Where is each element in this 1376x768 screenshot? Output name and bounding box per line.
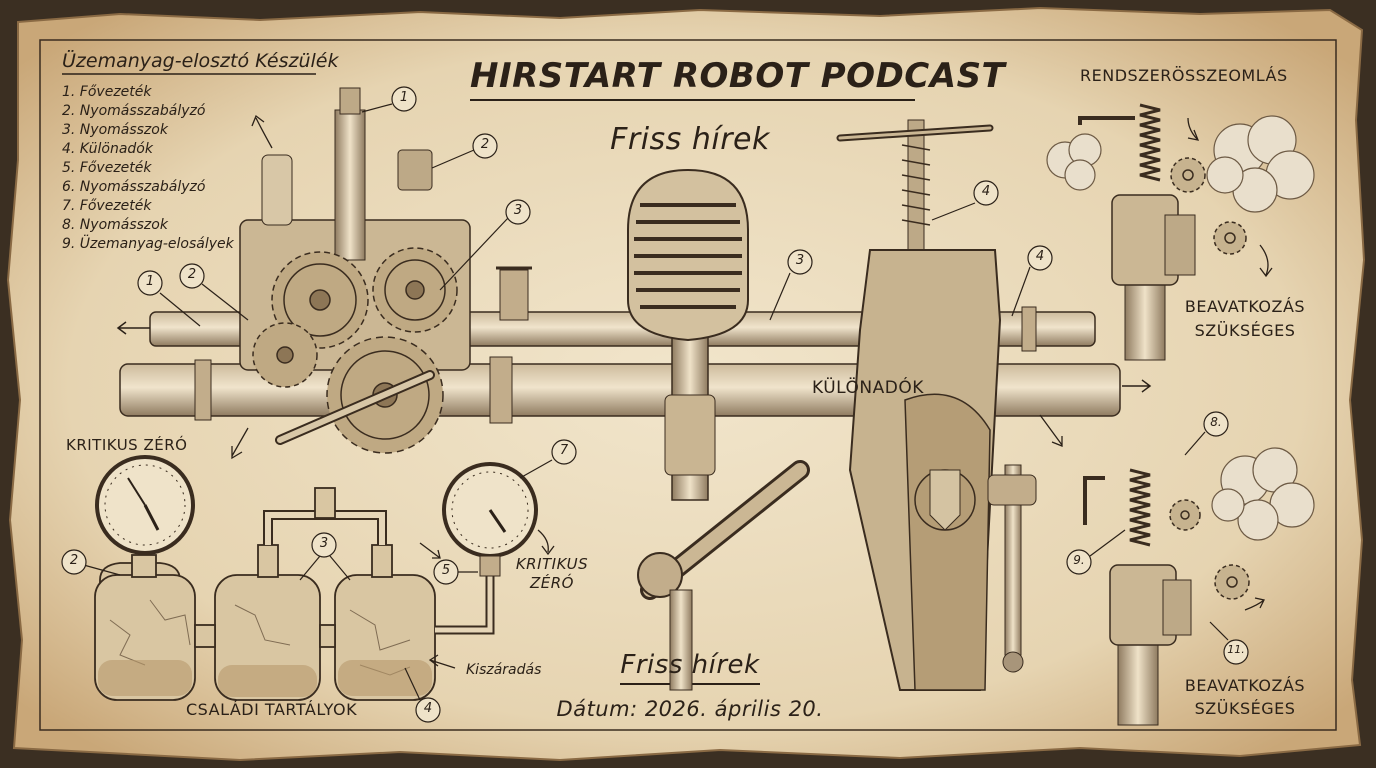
legend-item: 5. Fővezeték — [62, 160, 152, 176]
legend-item: 3. Nyomásszok — [62, 122, 168, 138]
legend-item: 7. Fővezeték — [62, 198, 152, 214]
legend-item: 4. Különadók — [62, 141, 153, 157]
callout-number: 2 — [187, 267, 197, 282]
critical-zero-right-2: ZÉRÓ — [530, 574, 574, 592]
system-crash-label: RENDSZERÖSSZEOMLÁS — [1080, 66, 1288, 85]
legend-item: 8. Nyomásszok — [62, 217, 168, 233]
pipe-label: KÜLÖNADÓK — [812, 378, 924, 398]
critical-zero-right-1: KRITIKUS — [515, 555, 589, 573]
podcast-title: HIRSTART ROBOT PODCAST — [470, 56, 1006, 96]
family-tanks-label: CSALÁDI TARTÁLYOK — [186, 700, 358, 719]
legend-item: 1. Fővezeték — [62, 84, 152, 100]
legend-item: 9. Üzemanyag-elosályek — [62, 236, 234, 252]
intervention-bottom-1: BEAVATKOZÁS — [1184, 676, 1306, 695]
callout-number: 11. — [1227, 643, 1245, 656]
callout-number: 9. — [1073, 553, 1085, 567]
microphone — [627, 168, 810, 691]
callout-number: 4 — [1035, 249, 1045, 264]
valve-bottom — [1083, 468, 1192, 726]
subtitle-top: Friss hírek — [610, 122, 770, 157]
smoke — [1046, 115, 1315, 541]
legend-item: 2. Nyomásszabályzó — [62, 103, 206, 119]
callout-number: 4 — [981, 184, 991, 199]
callout-number: 2 — [480, 137, 490, 152]
callout-number: 5 — [441, 563, 451, 578]
callout-number: 3 — [319, 536, 329, 551]
intervention-bottom-2: SZÜKSÉGES — [1194, 699, 1296, 718]
gauge-right — [442, 462, 538, 577]
date-line: Dátum: 2026. április 20. — [556, 697, 824, 721]
critical-zero-left: KRITIKUS ZÉRÓ — [66, 436, 188, 454]
callout-number: 1 — [399, 90, 409, 105]
callout-number: 8. — [1210, 415, 1222, 429]
intervention-top-1: BEAVATKOZÁS — [1184, 297, 1306, 316]
callout-number: 3 — [513, 203, 523, 218]
callout-number: 4 — [423, 701, 433, 716]
vise — [836, 119, 1037, 691]
legend-item: 6. Nyomásszabályzó — [62, 179, 206, 195]
valve-top — [1078, 103, 1196, 361]
drying-label: Kiszáradás — [466, 662, 542, 678]
callout-number: 7 — [559, 443, 569, 458]
legend-title: Üzemanyag-elosztó Készülék — [62, 50, 339, 72]
callout-number: 2 — [69, 553, 79, 568]
gauge-left — [95, 455, 195, 555]
subtitle-bottom: Friss hírek — [620, 650, 760, 680]
small-gears — [1169, 157, 1250, 600]
legend-list: 1. Fővezeték 2. Nyomásszabályzó 3. Nyomá… — [62, 83, 234, 254]
intervention-top-2: SZÜKSÉGES — [1194, 321, 1296, 340]
callout-number: 1 — [145, 274, 155, 289]
callout-number: 3 — [795, 253, 805, 268]
